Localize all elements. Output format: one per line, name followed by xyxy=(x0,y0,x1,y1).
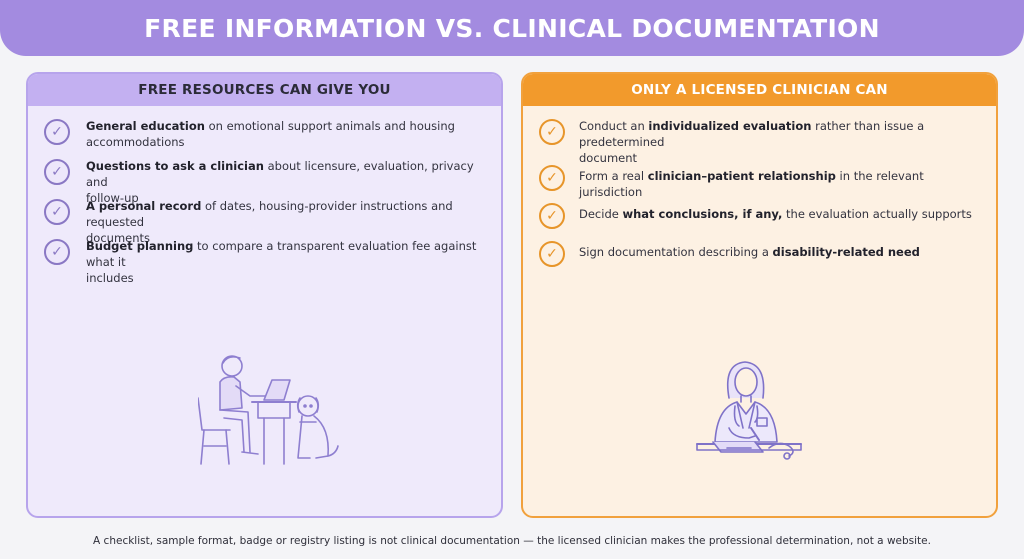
item-bold: clinician–patient relationship xyxy=(647,169,836,183)
licensed-clinician-panel: ONLY A LICENSED CLINICIAN CAN ✓ Conduct … xyxy=(521,72,998,518)
item-bold: disability-related need xyxy=(772,245,920,259)
list-item: ✓ Sign documentation describing a disabi… xyxy=(539,240,980,278)
free-resources-heading: FREE RESOURCES CAN GIVE YOU xyxy=(28,74,501,106)
list-item: ✓ A personal record of dates, housing-pr… xyxy=(44,198,485,245)
item-text: Sign documentation describing a disabili… xyxy=(579,240,920,260)
item-text: General education on emotional support a… xyxy=(86,118,455,150)
item-bold: Budget planning xyxy=(86,239,194,253)
item-rest: to compare a transparent evaluation fee … xyxy=(86,239,477,269)
licensed-clinician-heading: ONLY A LICENSED CLINICIAN CAN xyxy=(523,74,996,106)
item-bold: individualized evaluation xyxy=(648,119,812,133)
item-line2: document xyxy=(579,151,638,165)
check-circle-icon: ✓ xyxy=(539,203,565,229)
person-at-laptop-with-dog-illustration xyxy=(198,355,339,465)
item-text: Decide what conclusions, if any, the eva… xyxy=(579,202,972,222)
item-rest: of dates, housing-provider instructions … xyxy=(86,199,453,229)
item-post: in the relevant jurisdiction xyxy=(579,169,924,199)
item-pre: Conduct an xyxy=(579,119,649,133)
item-bold: what conclusions, if any, xyxy=(622,207,783,221)
licensed-clinician-list: ✓ Conduct an individualized evaluation r… xyxy=(523,106,996,278)
item-line2: includes xyxy=(86,271,134,285)
list-item: ✓ General education on emotional support… xyxy=(44,118,485,158)
item-line2: accommodations xyxy=(86,135,185,149)
title-banner: FREE INFORMATION VS. CLINICAL DOCUMENTAT… xyxy=(0,0,1024,56)
item-pre: Form a real xyxy=(579,169,648,183)
item-text: Questions to ask a clinician about licen… xyxy=(86,158,485,206)
check-circle-icon: ✓ xyxy=(44,199,70,225)
item-bold: General education xyxy=(86,119,205,133)
item-pre: Decide xyxy=(579,207,623,221)
item-line2: documents xyxy=(86,231,151,245)
list-item: ✓ Budget planning to compare a transpare… xyxy=(44,238,485,285)
check-circle-icon: ✓ xyxy=(539,165,565,191)
item-pre: Sign documentation describing a xyxy=(579,245,773,259)
list-item: ✓ Questions to ask a clinician about lic… xyxy=(44,158,485,205)
item-text: Form a real clinician–patient relationsh… xyxy=(579,164,980,200)
item-bold: A personal record xyxy=(86,199,202,213)
check-circle-icon: ✓ xyxy=(44,159,70,185)
check-circle-icon: ✓ xyxy=(44,119,70,145)
page-title: FREE INFORMATION VS. CLINICAL DOCUMENTAT… xyxy=(144,13,880,43)
footer-disclaimer: A checklist, sample format, badge or reg… xyxy=(93,535,931,547)
item-rest: on emotional support animals and housing xyxy=(204,119,455,133)
clinician-at-desk-illustration xyxy=(696,361,802,460)
list-item: ✓ Conduct an individualized evaluation r… xyxy=(539,118,980,166)
item-text: A personal record of dates, housing-prov… xyxy=(86,198,485,246)
item-line2: follow-up xyxy=(86,191,139,205)
free-resources-list: ✓ General education on emotional support… xyxy=(28,106,501,285)
item-rest: about licensure, evaluation, privacy and xyxy=(86,159,474,189)
item-post: rather than issue a predetermined xyxy=(579,119,925,149)
item-post: the evaluation actually supports xyxy=(782,207,972,221)
list-item: ✓ Form a real clinician–patient relation… xyxy=(539,164,980,202)
item-text: Budget planning to compare a transparent… xyxy=(86,238,485,286)
list-item: ✓ Decide what conclusions, if any, the e… xyxy=(539,202,980,240)
check-circle-icon: ✓ xyxy=(539,241,565,267)
check-circle-icon: ✓ xyxy=(44,239,70,265)
item-text: Conduct an individualized evaluation rat… xyxy=(579,118,980,166)
check-circle-icon: ✓ xyxy=(539,119,565,145)
item-bold: Questions to ask a clinician xyxy=(86,159,264,173)
free-resources-panel: FREE RESOURCES CAN GIVE YOU ✓ General ed… xyxy=(26,72,503,518)
